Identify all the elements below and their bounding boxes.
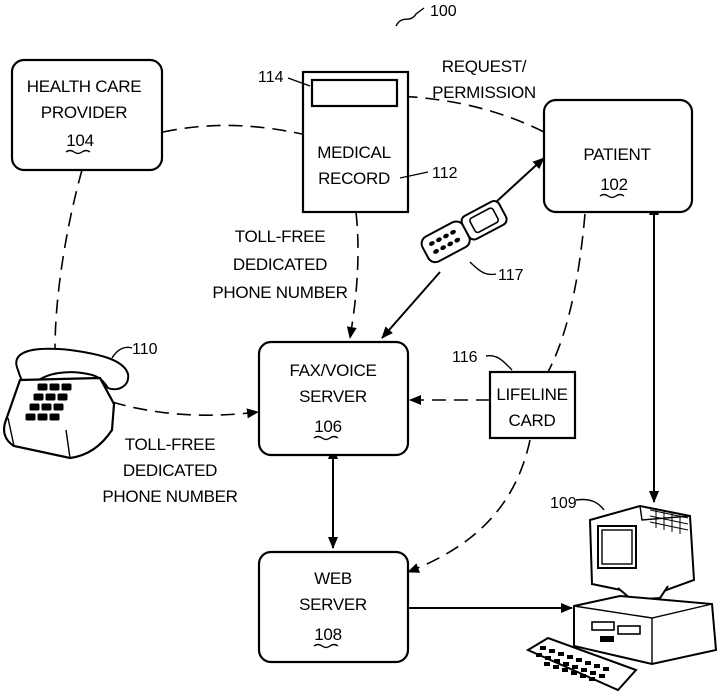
request-permission-label: REQUEST/ PERMISSION — [432, 57, 536, 102]
mobile-phone-ref: 117 — [498, 267, 524, 284]
web-server-box: WEB SERVER 108 — [259, 552, 408, 662]
medical-record-ref: 112 — [432, 165, 458, 182]
toll-free-upper-line2: DEDICATED — [233, 255, 327, 274]
request-permission-line2: PERMISSION — [432, 83, 536, 102]
web-server-ref: 108 — [314, 625, 341, 644]
medical-record-label-line1: MEDICAL — [317, 143, 390, 162]
medical-record-label-line2: RECORD — [318, 169, 390, 188]
fax-voice-server-box: FAX/VOICE SERVER 106 — [259, 342, 408, 455]
lifeline-card-label-line2: CARD — [509, 411, 556, 430]
fax-voice-server-ref: 106 — [314, 417, 341, 436]
link-mobile-fax — [382, 272, 440, 338]
patient-box: PATIENT 102 — [544, 100, 692, 212]
lifeline-card-box: LIFELINE CARD 116 — [452, 349, 575, 438]
computer-icon: 109 — [528, 495, 716, 690]
telephone-leader — [112, 347, 132, 358]
link-provider-record — [163, 125, 302, 134]
figure-number: 100 — [396, 3, 457, 26]
request-permission-line1: REQUEST/ — [442, 57, 527, 76]
toll-free-upper-line3: PHONE NUMBER — [212, 283, 347, 302]
mobile-phone-icon: 117 — [419, 199, 524, 284]
fax-voice-server-label-line1: FAX/VOICE — [289, 361, 376, 380]
toll-free-lower-line3: PHONE NUMBER — [102, 487, 237, 506]
lifeline-card-ref: 116 — [452, 349, 478, 366]
link-mobile-patient — [496, 158, 544, 202]
toll-free-upper-line1: TOLL-FREE — [235, 227, 326, 246]
toll-free-lower-line1: TOLL-FREE — [125, 435, 216, 454]
toll-free-label-upper: TOLL-FREE DEDICATED PHONE NUMBER — [212, 227, 347, 302]
patient-label: PATIENT — [583, 145, 650, 164]
mobile-phone-leader — [470, 262, 496, 275]
health-care-provider-label-line1: HEALTH CARE — [27, 77, 141, 96]
link-record-fax — [350, 212, 358, 338]
fax-voice-server-label-line2: SERVER — [299, 387, 367, 406]
link-phone-fax — [112, 402, 258, 415]
computer-ref: 109 — [550, 495, 577, 512]
medical-record-field — [312, 80, 397, 106]
medical-record-field-ref: 114 — [258, 69, 284, 86]
patient-ref: 102 — [600, 175, 627, 194]
lifeline-card-leader — [486, 356, 512, 370]
link-provider-phone — [55, 170, 82, 350]
figure-number-text: 100 — [430, 3, 457, 20]
web-server-label-line1: WEB — [314, 569, 352, 588]
health-care-provider-box: HEALTH CARE PROVIDER 104 — [12, 60, 162, 170]
health-care-provider-ref: 104 — [66, 131, 93, 150]
figure-number-leader — [396, 8, 424, 26]
link-lifeline-web — [408, 440, 530, 572]
toll-free-lower-line2: DEDICATED — [123, 461, 217, 480]
link-patient-lifeline — [548, 214, 585, 372]
toll-free-label-lower: TOLL-FREE DEDICATED PHONE NUMBER — [102, 435, 237, 506]
telephone-ref: 110 — [132, 341, 158, 358]
lifeline-card-label-line1: LIFELINE — [496, 385, 567, 404]
medical-record-document: MEDICAL RECORD 114 112 — [258, 69, 458, 212]
health-care-provider-label-line2: PROVIDER — [41, 103, 127, 122]
computer-leader — [576, 499, 604, 510]
web-server-label-line2: SERVER — [299, 595, 367, 614]
